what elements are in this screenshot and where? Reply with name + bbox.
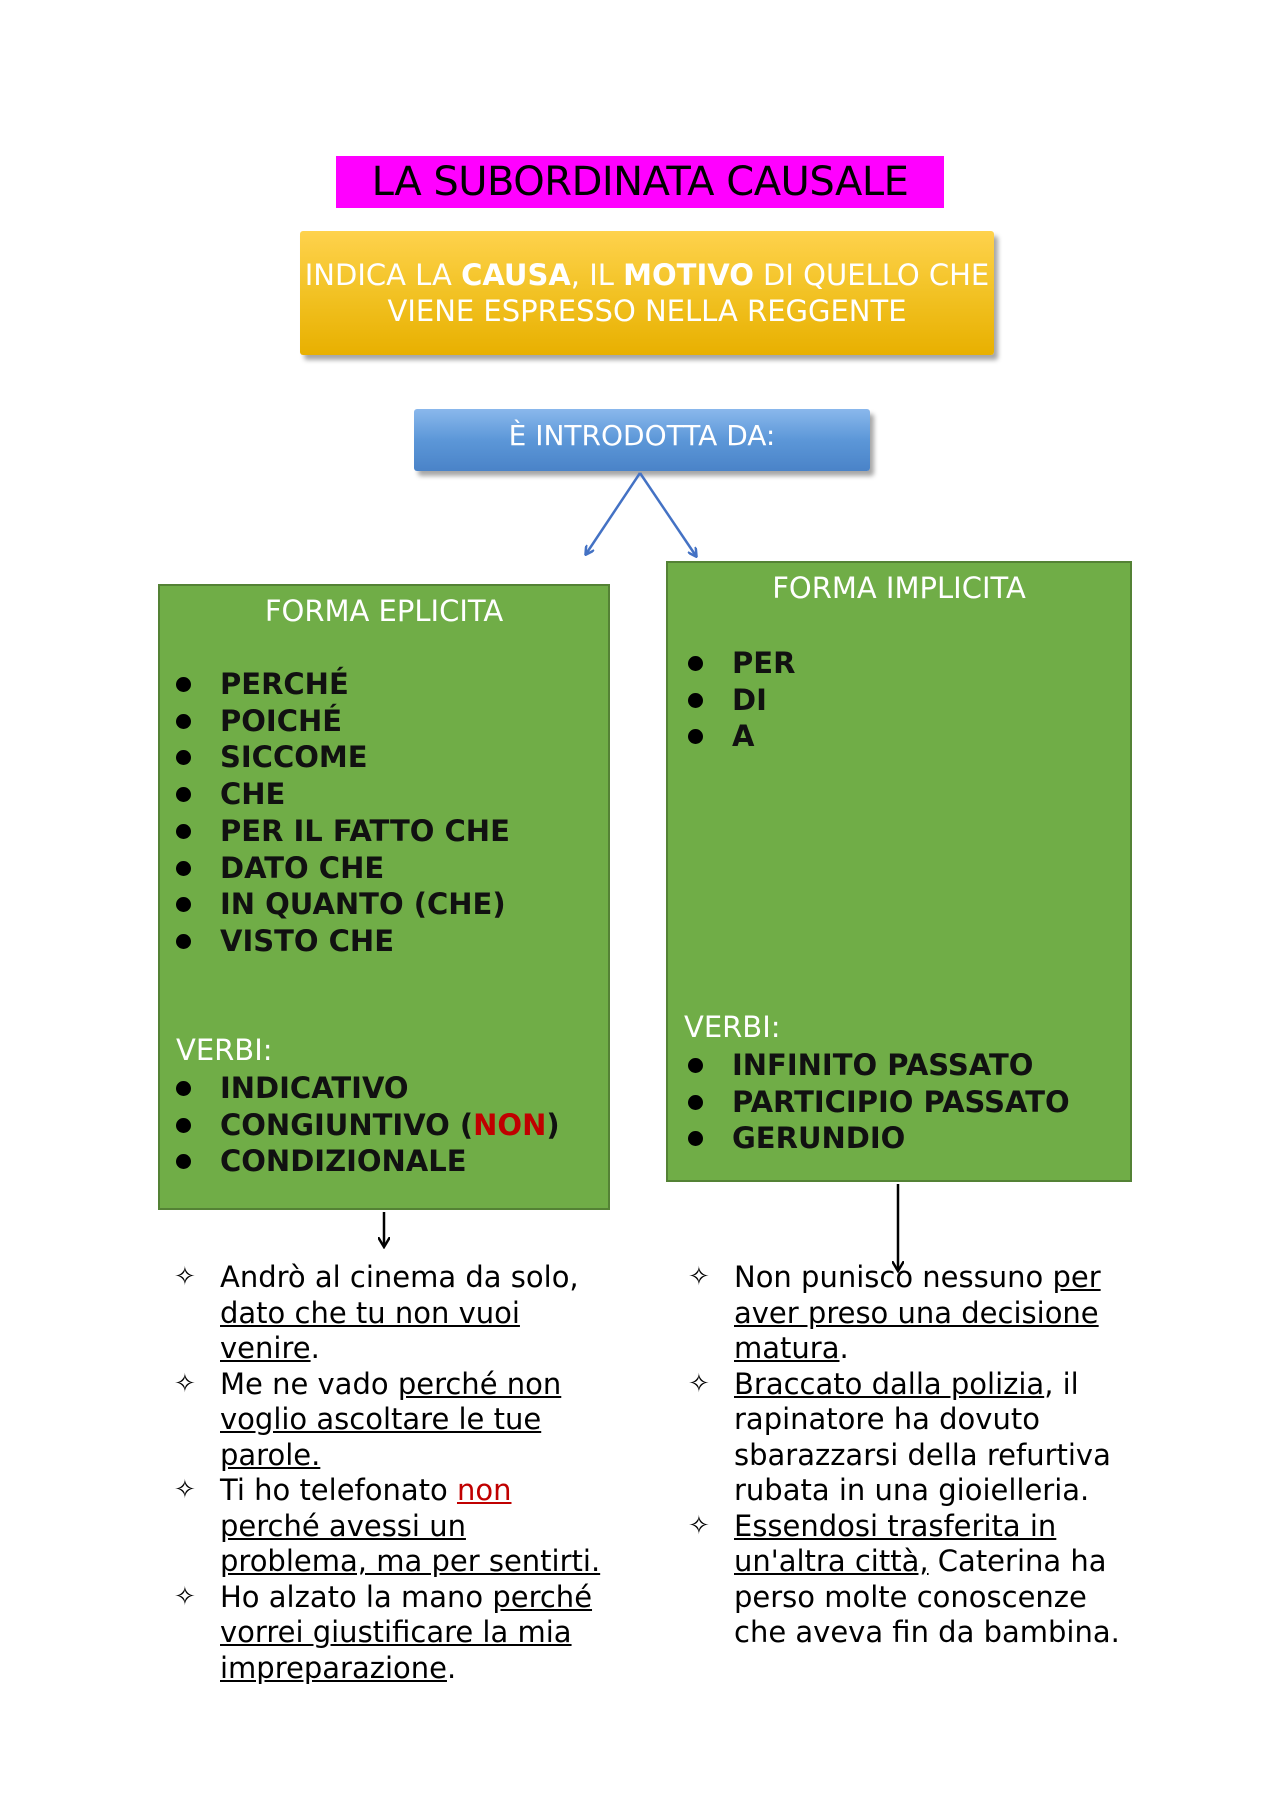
list-item: A [686, 718, 795, 755]
list-item: ✧Non punisco nessuno per aver preso una … [688, 1260, 1101, 1365]
definition-box: INDICA LA CAUSA, IL MOTIVO DI QUELLO CHE… [300, 231, 994, 355]
list-item: IN QUANTO (CHE) [174, 886, 510, 923]
implicit-verb-list: INFINITO PASSATO PARTICIPIO PASSATO GERU… [686, 1047, 1070, 1157]
star-icon: ✧ [174, 1262, 196, 1292]
list-item: DATO CHE [174, 850, 510, 887]
definition-text: INDICA LA CAUSA, IL MOTIVO DI QUELLO CHE… [304, 258, 990, 328]
implicit-examples-list: ✧Non punisco nessuno per aver preso una … [688, 1260, 1128, 1651]
list-item: PARTICIPIO PASSATO [686, 1084, 1070, 1121]
star-icon: ✧ [174, 1368, 196, 1399]
explicit-verb-list: INDICATIVO CONGIUNTIVO (NON) CONDIZIONAL… [174, 1070, 560, 1180]
list-item: PER [686, 645, 795, 682]
star-icon: ✧ [174, 1475, 196, 1505]
list-item: ✧Andrò al cinema da solo, dato che tu no… [174, 1260, 579, 1365]
list-item: DI [686, 682, 795, 719]
explicit-heading: FORMA EPLICITA [264, 594, 504, 628]
list-item: GERUNDIO [686, 1120, 1070, 1157]
explicit-verbs-label: VERBI: [176, 1033, 273, 1067]
introduced-by-box: È INTRODOTTA DA: [414, 409, 870, 471]
implicit-heading: FORMA IMPLICITA [772, 571, 1026, 605]
list-item: INFINITO PASSATO [686, 1047, 1070, 1084]
non-note: NON [473, 1107, 547, 1142]
list-item: ✧Ti ho telefonato non perché avessi un p… [174, 1473, 601, 1578]
arrow-to-implicit [638, 472, 696, 556]
list-item: ✧Ho alzato la mano perché vorrei giustif… [174, 1579, 593, 1685]
list-item: CHE [174, 776, 510, 813]
list-item: POICHÉ [174, 703, 510, 740]
list-item: CONDIZIONALE [174, 1143, 560, 1180]
list-item: ✧Me ne vado perché non voglio ascoltare … [174, 1366, 562, 1472]
list-item: PER IL FATTO CHE [174, 813, 510, 850]
list-item: CONGIUNTIVO (NON) [174, 1107, 560, 1144]
list-item: ✧Essendosi trasferita in un'altra città,… [688, 1508, 1120, 1650]
page-title: LA SUBORDINATA CAUSALE [336, 156, 944, 208]
star-icon: ✧ [174, 1581, 196, 1612]
list-item: VISTO CHE [174, 923, 510, 960]
list-item: SICCOME [174, 739, 510, 776]
star-icon: ✧ [688, 1262, 710, 1292]
explicit-examples-list: ✧Andrò al cinema da solo, dato che tu no… [174, 1260, 614, 1686]
implicit-verbs-label: VERBI: [684, 1010, 781, 1044]
arrow-to-explicit [586, 472, 642, 554]
explicit-form-box: FORMA EPLICITA PERCHÉ POICHÉ SICCOME CHE… [158, 584, 610, 1210]
star-icon: ✧ [688, 1368, 710, 1399]
implicit-form-box: FORMA IMPLICITA PER DI A VERBI: INFINITO… [666, 561, 1132, 1182]
implicit-preposition-list: PER DI A [686, 645, 795, 755]
list-item: ✧Braccato dalla polizia, il rapinatore h… [688, 1366, 1111, 1508]
star-icon: ✧ [688, 1510, 710, 1541]
list-item: INDICATIVO [174, 1070, 560, 1107]
list-item: PERCHÉ [174, 666, 510, 703]
explicit-conjunction-list: PERCHÉ POICHÉ SICCOME CHE PER IL FATTO C… [174, 666, 510, 960]
